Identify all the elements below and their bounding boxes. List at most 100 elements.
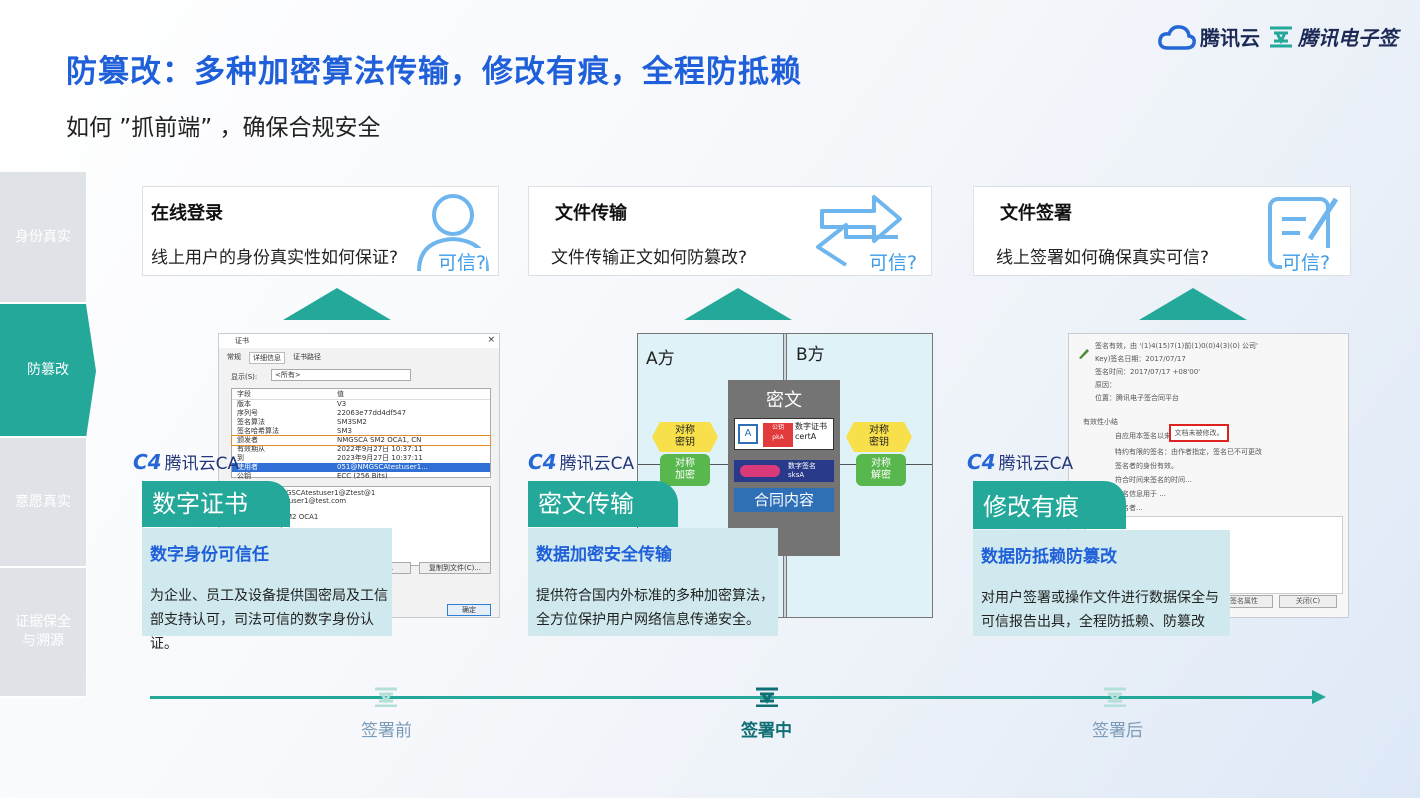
cell-value: ECC (256 Bits): [337, 472, 388, 480]
timeline-label-before: 签署前: [361, 721, 412, 741]
close-button[interactable]: 关闭(C): [1279, 595, 1337, 608]
cell-field: 颁发者: [237, 436, 258, 444]
encryption-diagram: A方 B方 对称 密钥 对称 加密 对称 密钥 对称 解密 密文 A 公钥 pk…: [637, 333, 933, 618]
digital-cert-label: 数字证书 certA: [795, 422, 827, 441]
tab-general[interactable]: 常规: [227, 353, 241, 361]
info-title: 数据防抵赖防篡改: [981, 547, 1117, 567]
unmodified-highlight: 文档未被修改。: [1169, 424, 1229, 442]
info-text: 对用户签署或操作文件进行数据保全与可信报告出具，全程防抵赖、防篡改: [981, 590, 1219, 630]
question-text: 线上用户的身份真实性如何保证?: [151, 248, 399, 268]
question-card-sign: 文件签署 线上签署如何确保真实可信? 可信?: [973, 186, 1351, 276]
cell-value: SM3: [337, 427, 352, 435]
feature-tab-digital-cert: 数字证书: [142, 481, 290, 527]
table-row[interactable]: 签名算法 SM3SM2: [232, 418, 490, 427]
cell-field: 公钥: [237, 472, 251, 480]
contract-content: 合同内容: [734, 488, 834, 512]
cell-field: 序列号: [237, 409, 258, 417]
info-title: 数据加密安全传输: [536, 545, 672, 565]
page-title: 防篡改：多种加密算法传输，修改有痕，全程防抵赖: [66, 54, 802, 90]
esign-icon: [756, 687, 778, 707]
tab-details[interactable]: 详细信息: [249, 352, 285, 364]
ca-icon: C4: [967, 449, 996, 474]
sign-line: 符合时间来签名的时间...: [1115, 476, 1192, 484]
info-box-cert: 数字身份可信任 为企业、员工及设备提供国密局及工信部支持认可，司法可信的数字身份…: [142, 528, 392, 652]
cell-field: 到: [237, 454, 244, 462]
triangle-pointer: [1139, 288, 1247, 320]
close-icon[interactable]: ×: [487, 335, 495, 345]
question-text: 线上签署如何确保真实可信?: [996, 248, 1210, 268]
sidenav-item-label: 防篡改: [27, 361, 69, 378]
ca-logo-text: 腾讯云CA: [998, 454, 1074, 474]
feature-tab-cipher-transfer: 密文传输: [528, 481, 678, 527]
sidenav-item-evidence[interactable]: 证据保全 与溯源: [0, 568, 86, 698]
trust-badge: 可信?: [1282, 248, 1331, 275]
validity-summary: 有效性小结: [1083, 418, 1118, 426]
info-text: 为企业、员工及设备提供国密局及工信部支持认可，司法可信的数字身份认证。: [150, 588, 388, 652]
cert-icon: A: [738, 424, 758, 444]
copy-to-file-button[interactable]: 复制到文件(C)...: [419, 562, 491, 574]
sidenav-item-tamper-proof[interactable]: 防篡改: [0, 304, 96, 438]
cert-table-header: 字段 值: [232, 389, 490, 400]
cell-value: 22063e77dd4df547: [337, 409, 407, 417]
info-box-transfer: 数据加密安全传输 提供符合国内外标准的多种加密算法，全方位保护用户网络信息传递安…: [528, 528, 778, 636]
col-value: 值: [337, 390, 344, 398]
sign-line: 签名者的身份有效。: [1115, 462, 1178, 470]
info-box-sign: 数据防抵赖防篡改 对用户签署或操作文件进行数据保全与可信报告出具，全程防抵赖、防…: [973, 530, 1230, 636]
signature-pill: [740, 465, 780, 477]
question-card-transfer: 文件传输 文件传输正文如何防篡改? 可信?: [528, 186, 932, 276]
question-title: 文件传输: [555, 203, 627, 224]
timeline-line: [150, 696, 1315, 699]
tencent-cloud-text: 腾讯云: [1200, 26, 1260, 50]
ca-icon: C4: [133, 449, 162, 474]
sym-decrypt-box: 对称 解密: [856, 454, 906, 486]
cell-field: 签名算法: [237, 418, 265, 426]
sym-key-a: 对称 密钥: [652, 422, 718, 452]
show-label: 显示(S):: [231, 373, 258, 381]
sym-key-b: 对称 密钥: [846, 422, 912, 452]
detail-line: M2 OCA1: [286, 513, 319, 521]
tab-cert-path[interactable]: 证书路径: [293, 353, 321, 361]
cell-value: NMGSCA SM2 OCA1, CN: [337, 436, 422, 444]
detail-line: GSCAtestuser1@Ztest@1: [286, 489, 376, 497]
party-a-label: A方: [646, 349, 675, 369]
ca-icon: C4: [528, 449, 557, 474]
cell-value: 2023年9月27日 10:37:11: [337, 454, 423, 462]
table-row[interactable]: 到 2023年9月27日 10:37:11: [232, 454, 490, 463]
signature-bar: 数字签名 sksA: [734, 460, 834, 482]
sign-line: 特约有限的签名：由作者指定，签名已不可更改: [1115, 448, 1262, 456]
tencent-esign-text: 腾讯电子签: [1298, 26, 1398, 50]
table-row[interactable]: 公钥 ECC (256 Bits): [232, 472, 490, 481]
table-row[interactable]: 序列号 22063e77dd4df547: [232, 409, 490, 418]
sidenav-item-label: 意愿真实: [15, 493, 71, 510]
trust-badge: 可信?: [869, 248, 918, 275]
cell-value: SM3SM2: [337, 418, 367, 426]
timeline-arrow: [1312, 690, 1326, 704]
sidenav-item-identity[interactable]: 身份真实: [0, 172, 86, 304]
sidenav-item-label: 身份真实: [15, 228, 71, 245]
sidenav-item-intent[interactable]: 意愿真实: [0, 438, 86, 568]
tencent-cloud-logo: 腾讯云: [1158, 22, 1260, 51]
table-row[interactable]: 颁发者 NMGSCA SM2 OCA1, CN: [231, 435, 491, 446]
sign-line: 签名时间：2017/07/17 +08'00': [1095, 368, 1201, 376]
sign-line: 签名者...: [1115, 504, 1143, 512]
cipher-title: 密文: [766, 390, 802, 411]
signature-pen-icon: [1079, 349, 1089, 359]
cell-value: V3: [337, 400, 347, 408]
cloud-icon: [1158, 24, 1196, 50]
show-select[interactable]: <所有>: [271, 369, 411, 381]
timeline-label-after: 签署后: [1092, 721, 1143, 741]
digital-sig-label: 数字签名 sksA: [788, 462, 816, 479]
page-subtitle: 如何 ”抓前端” ，确保合规安全: [66, 115, 381, 141]
cell-field: 有效期从: [237, 445, 265, 453]
ok-button[interactable]: 确定: [447, 604, 491, 616]
esign-icon: [375, 687, 397, 707]
sign-lines: 签名有效，由 '(1)4(15)7(1)前(1)0(0)4(3)(0) 公司' …: [1095, 340, 1340, 405]
cert-tabs: 常规 详细信息 证书路径: [219, 348, 499, 368]
